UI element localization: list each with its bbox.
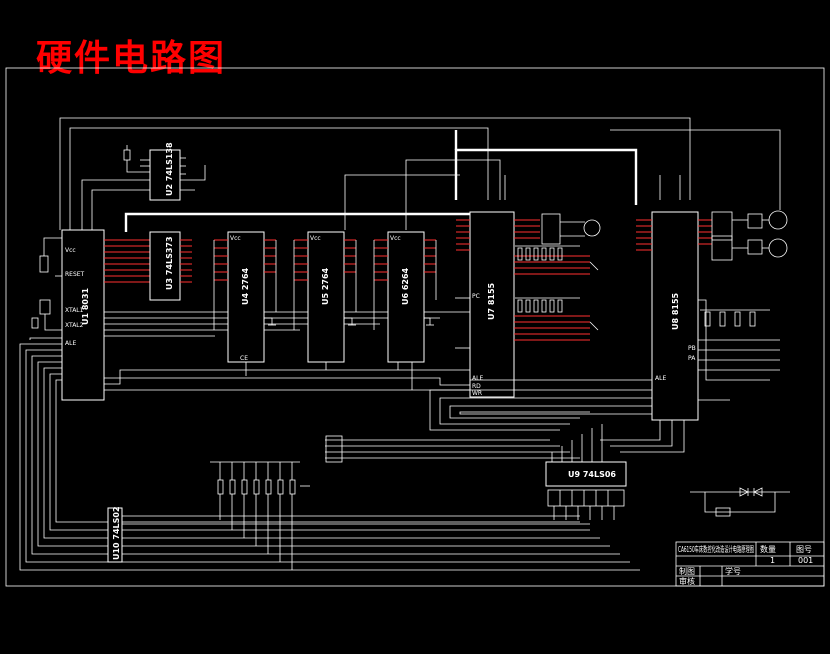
diode-circuit	[690, 487, 790, 517]
u5-vcc-pin: Vcc	[310, 235, 321, 242]
u5-pins	[294, 239, 356, 281]
chip-u1-label: U1 8031	[81, 287, 90, 325]
u8-pb-pin: PB	[688, 345, 696, 352]
u1-xtal2-pin: XTAL2	[65, 322, 84, 329]
quantity-value: 1	[770, 556, 775, 565]
drawing-no-value: 001	[798, 556, 813, 565]
chip-u10: U10 74LS02	[107, 506, 123, 563]
chip-u9-label: U9 74LS06	[568, 470, 616, 479]
u8-pins	[636, 219, 712, 251]
u4-vcc-pin: Vcc	[230, 235, 241, 242]
drawing-name: CA6150车床数控化改造设计电路原理图	[678, 544, 754, 554]
chip-u2-label: U2 74LS138	[165, 142, 174, 196]
u2-wires	[123, 145, 186, 175]
chip-u6: U6 6264 Vcc	[387, 231, 425, 363]
drawing-no-label: 图号	[796, 545, 812, 554]
u8-pa-pin: PA	[688, 355, 696, 362]
u1-xtal1-pin: XTAL1	[65, 307, 84, 314]
u7-wr-pin: WR	[472, 390, 482, 397]
resistor-row	[210, 461, 310, 570]
u6-vcc-pin: Vcc	[390, 235, 401, 242]
chip-u1: U1 8031 Vcc RESET XTAL1 XTAL2 ALE	[61, 229, 105, 401]
left-buses	[19, 343, 640, 571]
chip-u5-label: U5 2764	[321, 267, 330, 305]
u7-peripherals	[455, 213, 601, 349]
u8-ale-pin: ALE	[655, 375, 666, 382]
chip-u7: U7 8155 PC ALE RD WR	[469, 211, 515, 398]
u6-wires	[373, 240, 437, 390]
reset-circuit	[29, 237, 62, 340]
drawing-frame	[5, 67, 825, 587]
quantity-label: 数量	[760, 544, 776, 554]
chip-u4-label: U4 2764	[241, 267, 250, 305]
u10-wires	[122, 515, 590, 525]
u4-pins	[214, 239, 276, 281]
u7-rd-pin: RD	[472, 383, 481, 390]
page-title: 硬件电路图	[36, 37, 227, 79]
u1-ale-pin: ALE	[65, 340, 76, 347]
u8-lower-bus	[325, 379, 685, 463]
chip-u3: U3 74LS373	[149, 231, 181, 301]
u4-wires	[213, 240, 277, 376]
chip-u7-label: U7 8155	[487, 282, 496, 320]
u7-ale-pin: ALE	[472, 375, 483, 382]
chip-u6-label: U6 6264	[401, 267, 410, 305]
drawn-label: 制图	[679, 566, 695, 576]
student-no-label: 学号	[725, 566, 741, 576]
chip-u3-label: U3 74LS373	[165, 236, 174, 290]
chip-u10-label: U10 74LS02	[112, 506, 121, 560]
u6-pins	[374, 239, 436, 281]
u5-wires	[293, 240, 357, 370]
chip-u8: U8 8155 ALE PB PA	[651, 211, 699, 421]
u1-pins	[104, 239, 150, 283]
top-buses	[59, 117, 781, 232]
chip-u8-label: U8 8155	[671, 292, 680, 330]
chip-u2: U2 74LS138	[149, 142, 181, 201]
chip-u9: U9 74LS06	[545, 461, 627, 507]
u8-peripherals	[698, 210, 788, 401]
u9-wires	[551, 424, 615, 520]
u1-reset-pin: RESET	[65, 271, 85, 278]
u4-ce-pin: CE	[240, 355, 248, 362]
chip-u5: U5 2764 Vcc	[307, 231, 345, 363]
u7-pc-pin: PC	[472, 293, 480, 300]
u7-pins	[456, 219, 590, 341]
chip-u4: U4 2764 Vcc CE	[227, 231, 265, 363]
checked-label: 审核	[679, 576, 695, 586]
u1-vcc-pin: Vcc	[65, 247, 76, 254]
u3-pins	[180, 239, 192, 283]
title-block: CA6150车床数控化改造设计电路原理图 数量 图号 1 001 制图 审核 学…	[675, 541, 825, 587]
